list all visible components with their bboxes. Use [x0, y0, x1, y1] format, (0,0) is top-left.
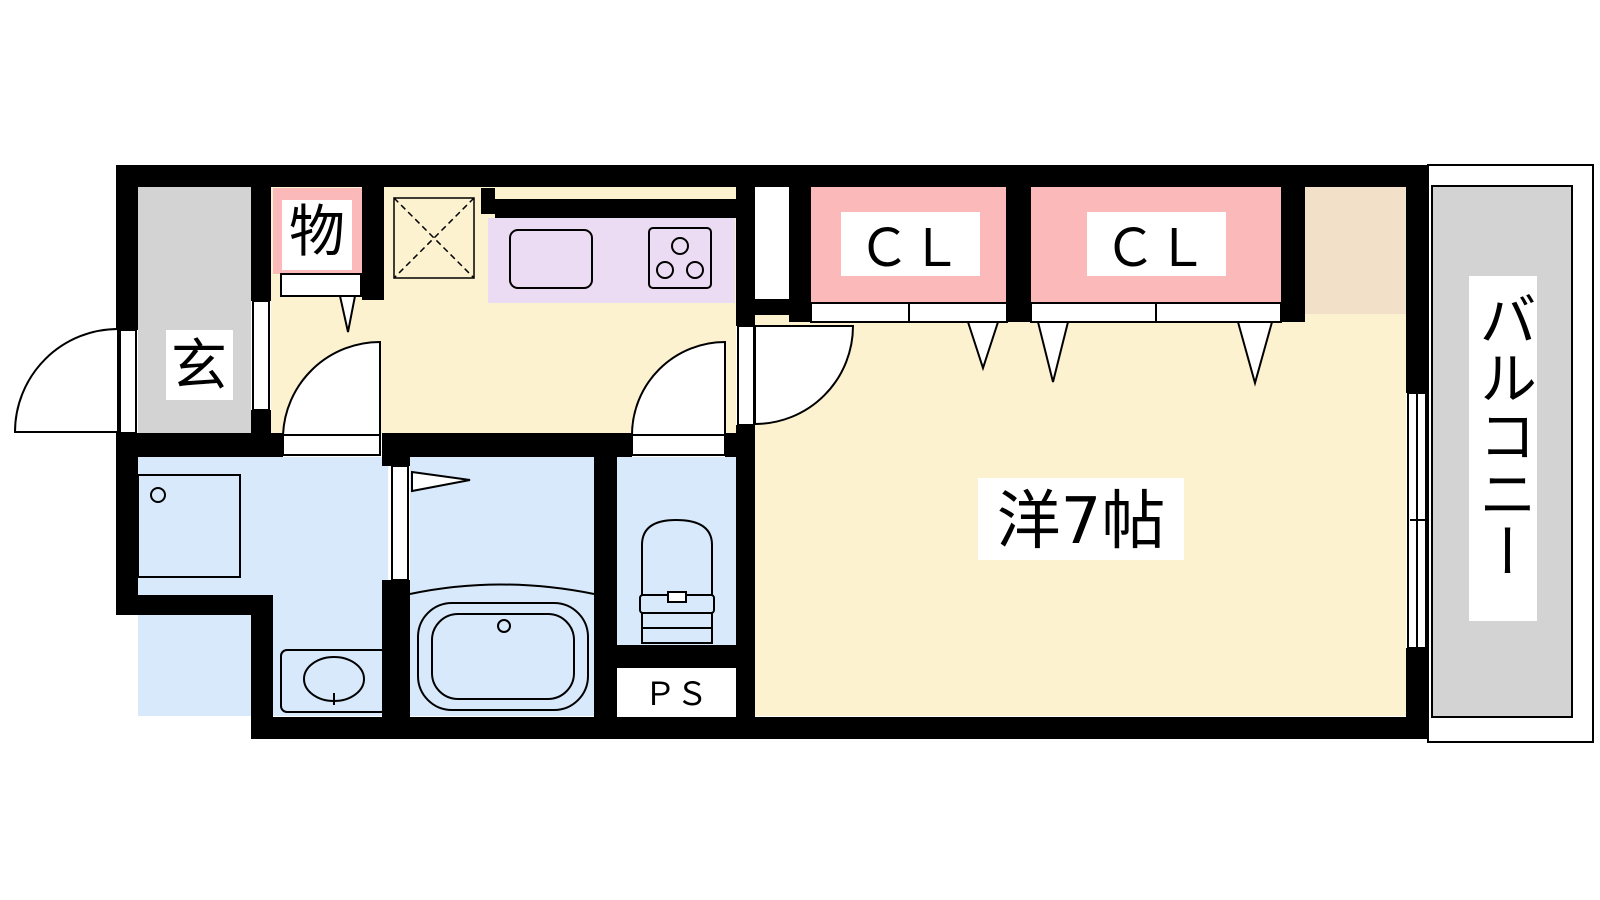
- pipe-space-label: ＰＳ: [644, 675, 708, 713]
- closet-label-1-bg: [841, 212, 980, 276]
- closet-label-1: ＣＬ: [858, 219, 962, 279]
- drain-icon: [150, 487, 166, 503]
- entrance-door: [13, 327, 119, 433]
- kitchen-door: [281, 340, 381, 436]
- entrance-label: 玄: [171, 334, 227, 399]
- storage-label-bg: [282, 200, 352, 270]
- storage-label: 物: [289, 200, 345, 265]
- closet-label-2: ＣＬ: [1104, 219, 1208, 279]
- entrance-label-bg: [166, 330, 233, 400]
- western-room-label: 洋7帖: [997, 485, 1166, 559]
- stove-icon: [648, 227, 712, 289]
- toilet-door: [630, 340, 726, 436]
- bathtub-icon: [409, 583, 595, 711]
- openings: [119, 273, 1427, 649]
- slide-arrows: [338, 295, 1274, 493]
- pipe-space-fill: [617, 668, 736, 716]
- washing-machine-space: [137, 474, 241, 578]
- balcony-label: バルコニー: [1469, 290, 1537, 580]
- bathroom-floor: [410, 457, 594, 716]
- closet-label-2-bg: [1087, 212, 1226, 276]
- toilet-icon: [639, 518, 715, 644]
- room-door: [754, 325, 855, 426]
- wash-basin-icon: [280, 649, 388, 713]
- balcony-label-bg: [1469, 276, 1537, 621]
- doors: [13, 325, 855, 436]
- kitchen-sink-icon: [509, 229, 593, 289]
- closet-side-fill: [1305, 186, 1406, 314]
- fridge-space-mark: [393, 197, 475, 279]
- toilet-floor: [617, 457, 736, 645]
- walls: [116, 165, 1428, 739]
- room-label-bg: [978, 478, 1184, 560]
